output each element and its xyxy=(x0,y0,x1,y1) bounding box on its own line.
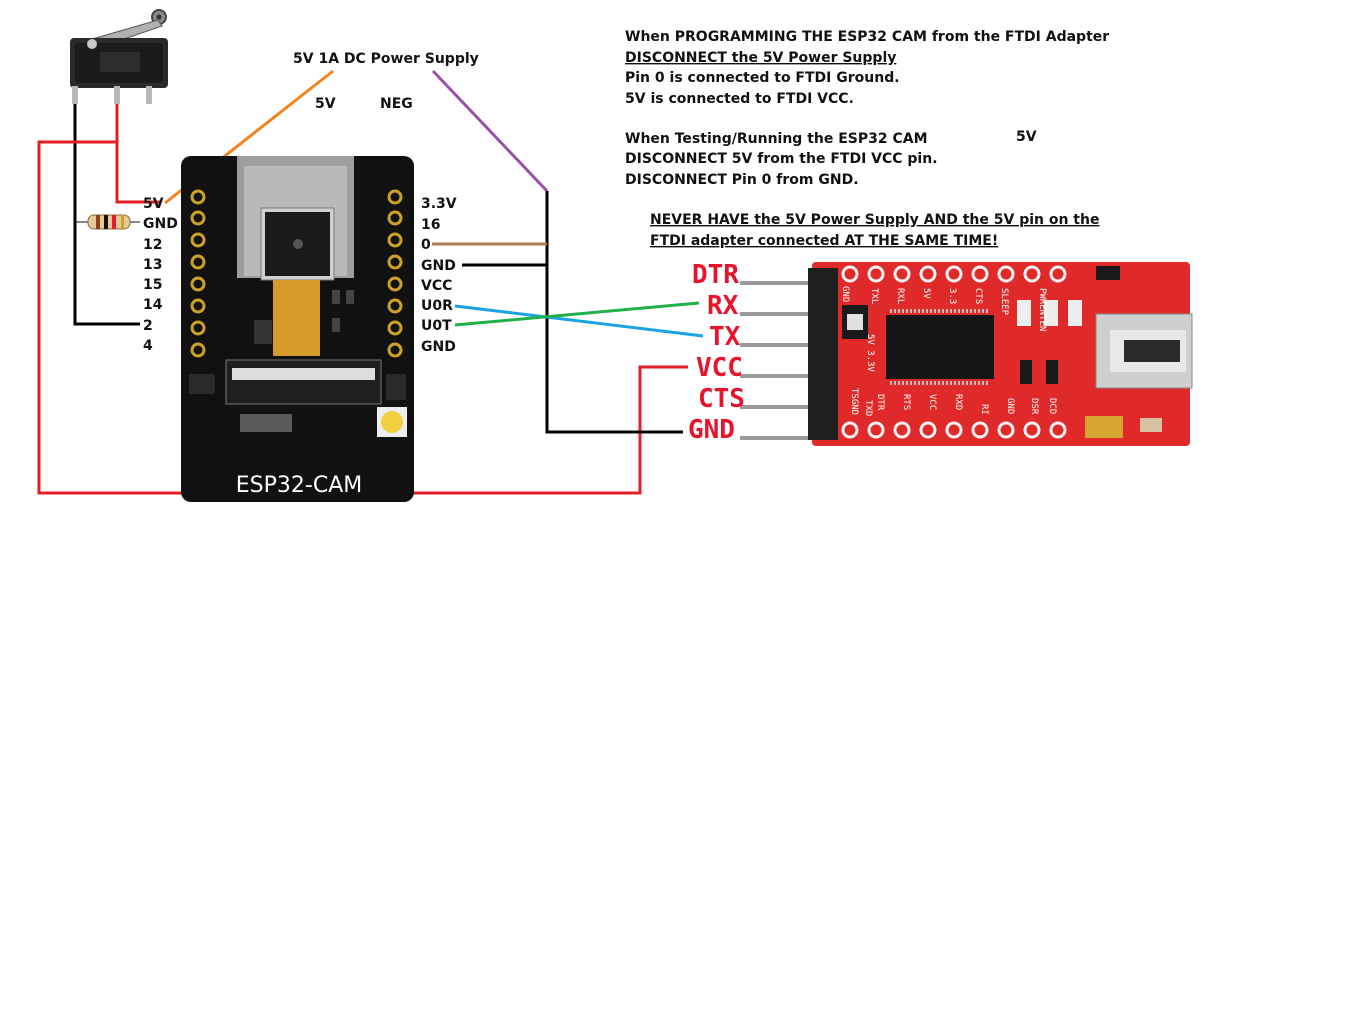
ftdi-silk-pwrenten: PWRENTEN xyxy=(1037,288,1047,331)
esp-pin-5v: 5V xyxy=(143,196,164,212)
programming-line3: 5V is connected to FTDI VCC. xyxy=(625,91,854,107)
esp-right-header xyxy=(387,189,403,358)
esp-pin-gnd-bottom: GND xyxy=(421,339,456,355)
ftdi-silk-dsr: DSR xyxy=(1029,398,1039,415)
ftdi-pin-cts: CTS xyxy=(698,384,745,414)
ftdi-silk-txd: TXD xyxy=(863,400,873,416)
ftdi-silk-tsgnd: TSGND xyxy=(849,388,859,415)
ftdi-top-holes xyxy=(841,265,1067,283)
ftdi-silk-gnd: GND xyxy=(840,286,850,302)
ground-bus-wire xyxy=(545,191,683,434)
esp-pin-12: 12 xyxy=(143,237,162,253)
mini-usb-connector-icon xyxy=(1095,313,1193,389)
esp-pin-16: 16 xyxy=(421,217,440,233)
esp-pin-vcc: VCC xyxy=(421,278,452,294)
ftdi-silk-rts: RTS xyxy=(901,394,911,410)
switch-to-pin2-wire xyxy=(73,104,140,326)
ftdi-silk-cts: CTS xyxy=(973,288,983,304)
ftdi-silk-jumper: 5V 3.3V xyxy=(865,334,875,373)
testing-line1: DISCONNECT 5V from the FTDI VCC pin. xyxy=(625,151,938,167)
switch-to-5v-wire xyxy=(115,104,140,204)
ftdi-pin-vcc: VCC xyxy=(696,353,743,383)
flash-led-icon xyxy=(377,407,407,437)
micro-switch-icon xyxy=(70,9,168,104)
esp-pin-0: 0 xyxy=(421,237,431,253)
esp-pin-u0r: U0R xyxy=(421,298,453,314)
testing-aside: 5V xyxy=(1016,129,1037,145)
ftdi-adapter: GND TXL RXL 5V 3.3 CTS SLEEP PWRENTEN 5V… xyxy=(740,262,1193,446)
power-supply-neg-label: NEG xyxy=(380,96,413,112)
esp-pin-gnd-left: GND xyxy=(143,216,178,232)
ftdi-pin-gnd: GND xyxy=(688,415,735,445)
testing-heading: When Testing/Running the ESP32 CAM xyxy=(625,131,928,147)
ftdi-silk-gnd-bottom: GND xyxy=(1005,398,1015,414)
resistor-icon xyxy=(76,214,140,230)
power-supply-5v-label: 5V xyxy=(315,96,336,112)
ftdi-silk-ri: RI xyxy=(979,404,989,415)
ftdi-silk-sleep: SLEEP xyxy=(999,288,1009,316)
power-supply-title: 5V 1A DC Power Supply xyxy=(293,51,479,67)
esp-pin-3v3: 3.3V xyxy=(421,196,457,212)
camera-module-icon xyxy=(260,207,335,356)
programming-notes: When PROGRAMMING THE ESP32 CAM from the … xyxy=(625,29,1109,107)
programming-heading: When PROGRAMMING THE ESP32 CAM from the … xyxy=(625,29,1109,45)
esp-pin-u0t: U0T xyxy=(421,318,452,334)
warning-line2: FTDI adapter connected AT THE SAME TIME! xyxy=(650,233,998,249)
esp32-board-label: ESP32-CAM xyxy=(236,473,362,498)
esp-pin-gnd-right: GND xyxy=(421,258,456,274)
ftdi-pin-tx: TX xyxy=(709,322,741,352)
ftdi-silk-rxl: RXL xyxy=(895,288,905,304)
programming-line1: DISCONNECT the 5V Power Supply xyxy=(625,50,896,66)
ftdi-pin-dtr: DTR xyxy=(692,260,739,290)
warning-line1: NEVER HAVE the 5V Power Supply AND the 5… xyxy=(650,212,1099,228)
esp-left-header xyxy=(190,189,206,358)
esp32-cam-board: ESP32-CAM xyxy=(181,156,414,502)
ftdi-silk-5v: 5V xyxy=(921,288,931,299)
u0t-to-rx-wire xyxy=(454,301,700,327)
testing-notes: When Testing/Running the ESP32 CAM 5V DI… xyxy=(625,129,1037,188)
ftdi-silk-dtr: DTR xyxy=(875,394,885,411)
supply-neg-wire xyxy=(431,69,549,193)
programming-line2: Pin 0 is connected to FTDI Ground. xyxy=(625,70,900,86)
esp-pin-14: 14 xyxy=(143,297,163,313)
esp-pin-4: 4 xyxy=(143,338,153,354)
ftdi-silk-txl: TXL xyxy=(869,288,879,304)
ftdi-bottom-holes xyxy=(841,421,1067,439)
ftdi-silk-vcc: VCC xyxy=(927,394,937,410)
ftdi-silk-3v3: 3.3 xyxy=(947,288,957,304)
ftdi-header-pins xyxy=(740,281,815,440)
esp-pin-13: 13 xyxy=(143,257,162,273)
u0r-to-tx-wire xyxy=(454,304,704,338)
ftdi-chip-icon xyxy=(886,309,994,385)
ftdi-silk-dcd: DCD xyxy=(1047,398,1057,414)
testing-line2: DISCONNECT Pin 0 from GND. xyxy=(625,172,859,188)
ftdi-silk-rxd: RXD xyxy=(953,394,963,410)
esp-pin-15: 15 xyxy=(143,277,162,293)
esp-pin-2: 2 xyxy=(143,318,153,334)
warning-notes: NEVER HAVE the 5V Power Supply AND the 5… xyxy=(650,212,1099,249)
ftdi-pin-rx: RX xyxy=(707,291,739,321)
